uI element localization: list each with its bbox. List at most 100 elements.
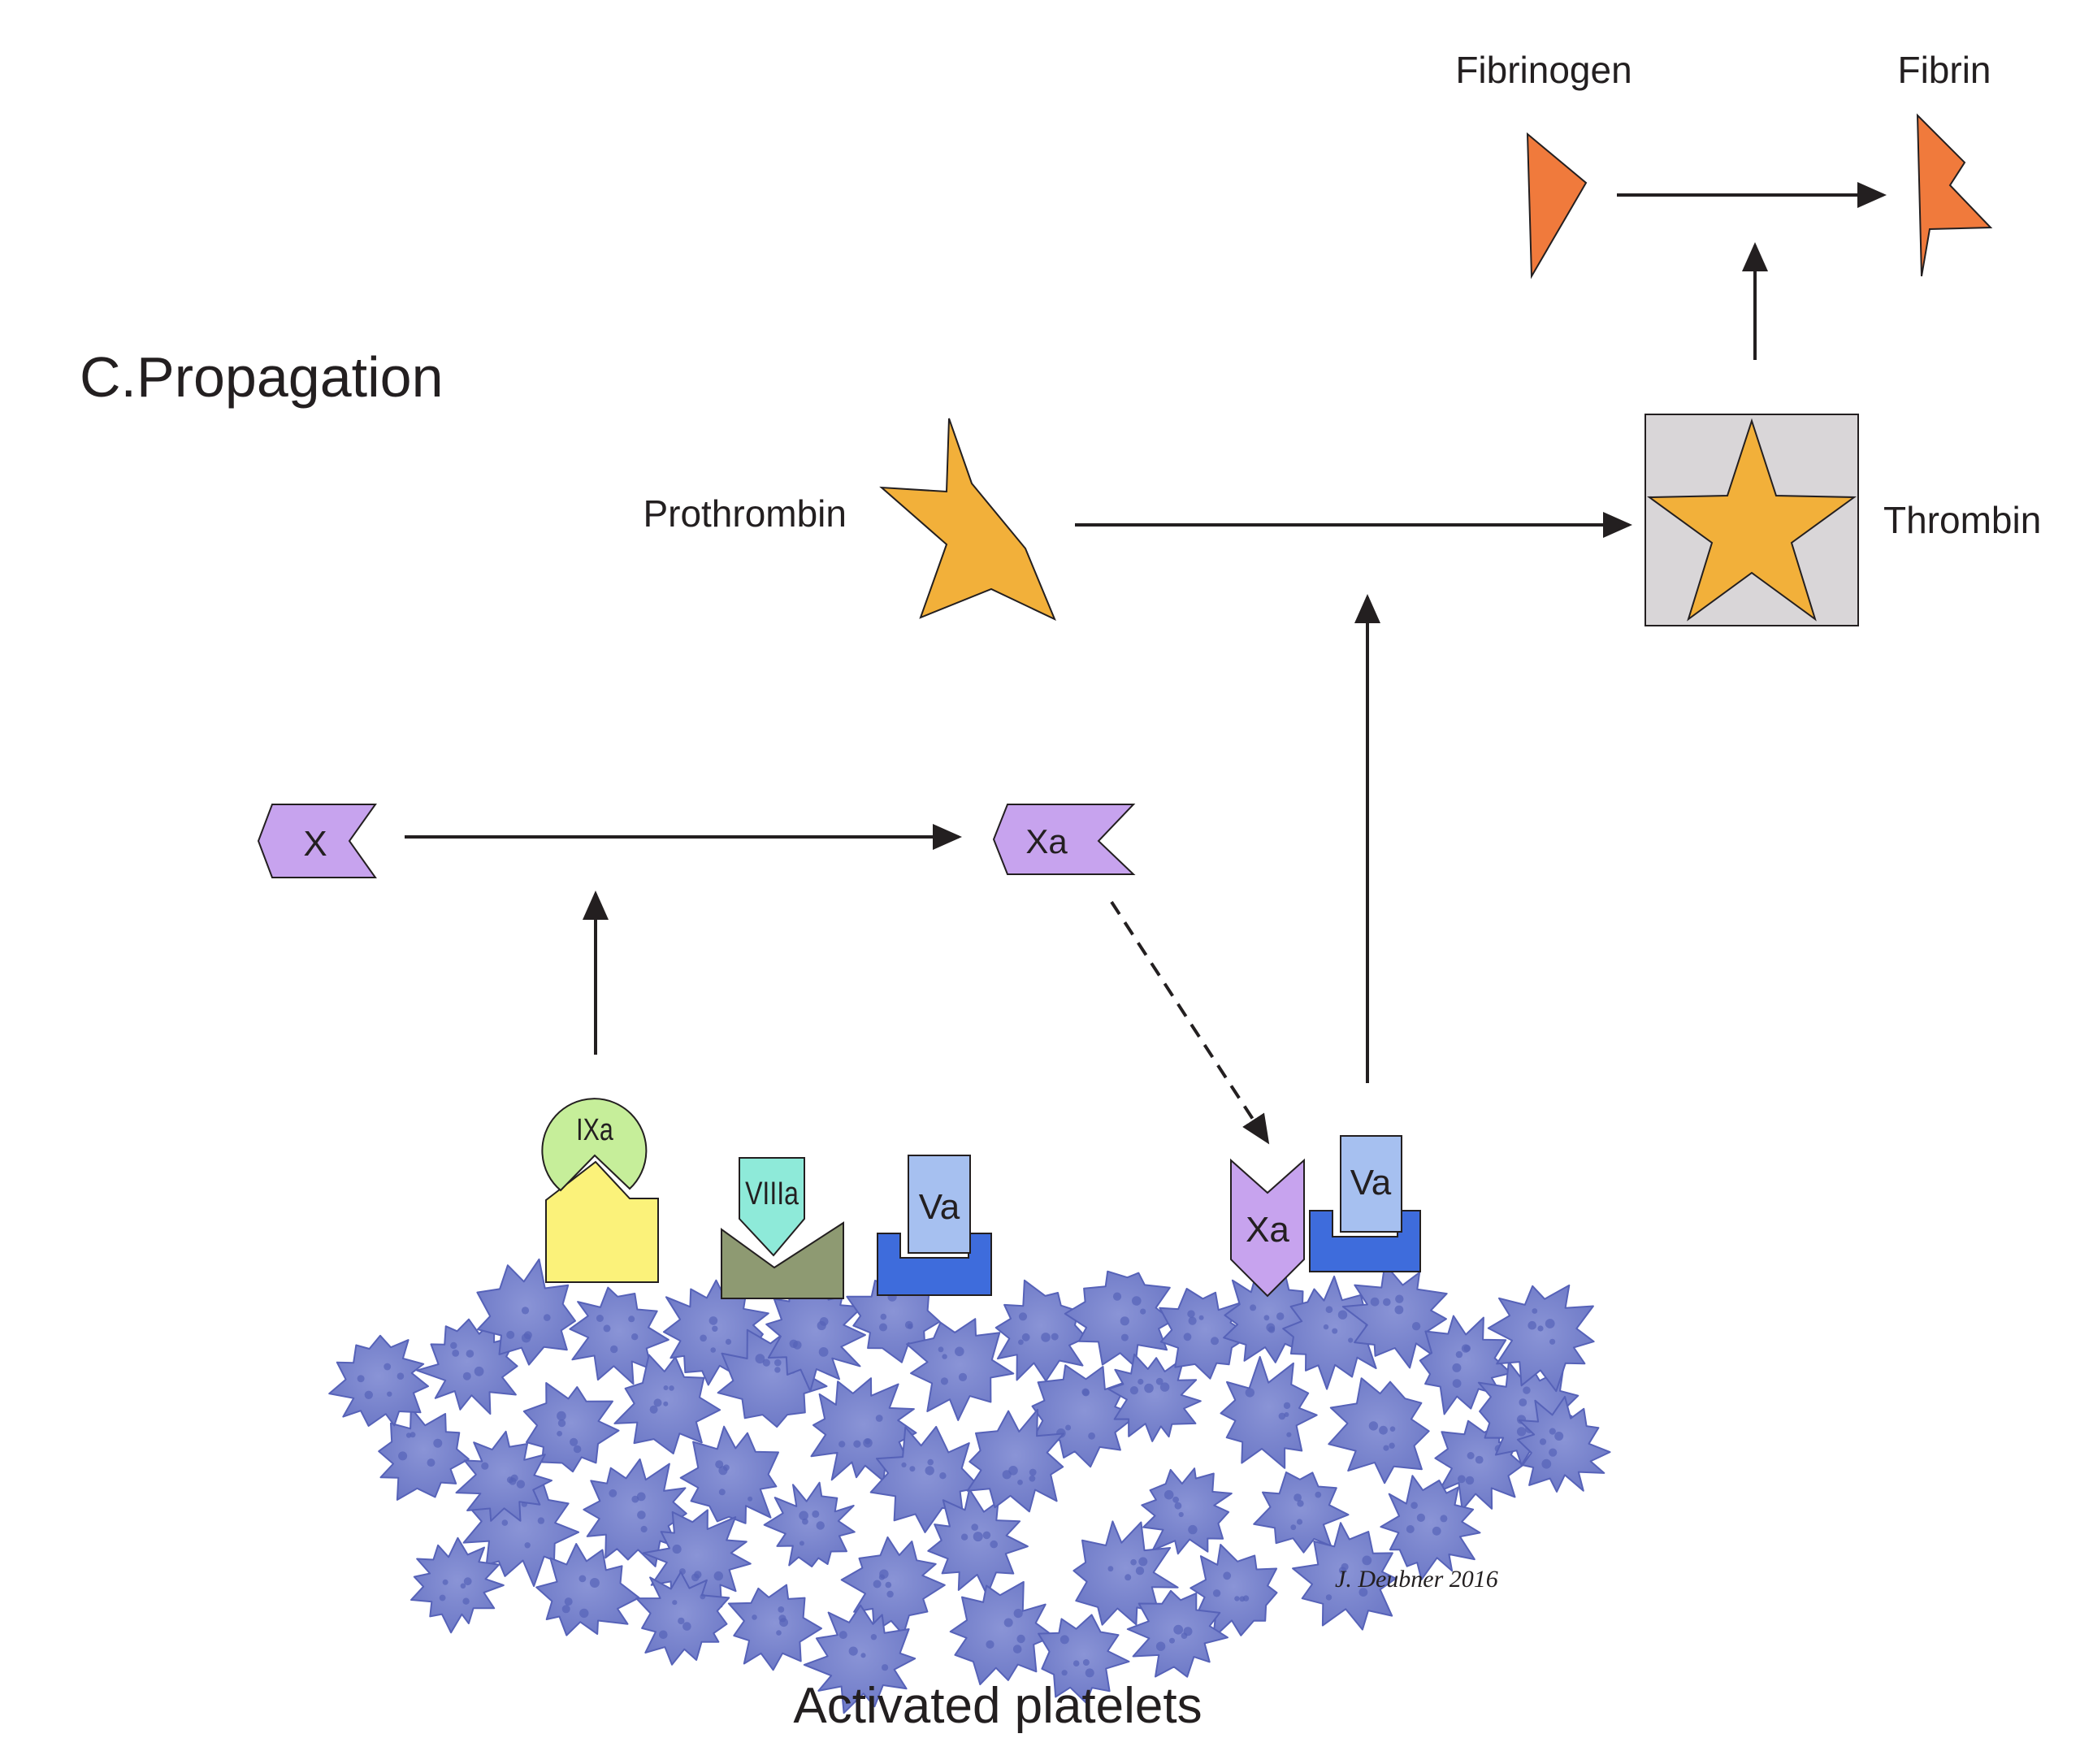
platelet-granule <box>1250 1304 1257 1311</box>
platelet-granule <box>1132 1296 1142 1306</box>
platelet-blob <box>455 1430 552 1522</box>
prothrombin-shape <box>879 418 1056 622</box>
platelet-granule <box>1029 1468 1037 1476</box>
platelet-granule <box>1284 1412 1289 1417</box>
platelet-granule <box>789 1339 798 1349</box>
platelet-granule <box>700 1334 707 1342</box>
platelet-granule <box>776 1630 782 1636</box>
platelet-granule <box>1296 1519 1303 1525</box>
artist-signature: J. Deubner 2016 <box>1335 1566 1498 1593</box>
platelet-granule <box>557 1411 566 1421</box>
platelet-granule <box>596 1315 604 1322</box>
xa-bound-label: Xa <box>1246 1210 1289 1250</box>
platelet-granule <box>682 1622 691 1631</box>
platelet-granule <box>1017 1480 1023 1485</box>
platelet-granule <box>1323 1324 1329 1330</box>
platelet-granule <box>1183 1333 1192 1341</box>
platelet-blob <box>535 1543 640 1636</box>
platelet-granule <box>1537 1325 1544 1332</box>
platelet-granule <box>603 1324 611 1333</box>
platelet-granule <box>570 1437 578 1446</box>
fibrinogen-label: Fibrinogen <box>1455 49 1632 91</box>
platelet-granule <box>442 1579 448 1585</box>
platelet-blob <box>803 1604 916 1714</box>
platelet-granule <box>802 1518 808 1525</box>
platelet-granule <box>864 1438 871 1445</box>
platelet-granule <box>778 1614 786 1623</box>
platelet-granule <box>1135 1567 1145 1575</box>
platelet-granule <box>1475 1455 1484 1464</box>
platelet-blob <box>1516 1395 1611 1493</box>
platelet-granule <box>653 1398 662 1407</box>
platelet-granule <box>649 1405 658 1414</box>
platelet-blob <box>1159 1288 1252 1380</box>
platelet-blob <box>840 1536 946 1636</box>
platelet-granule <box>870 1634 878 1640</box>
platelet-granule <box>1294 1493 1302 1502</box>
platelet-granule <box>1239 1596 1246 1602</box>
platelet-granule <box>387 1391 392 1397</box>
platelet-granule <box>1516 1427 1527 1437</box>
platelet-granule <box>1124 1574 1132 1581</box>
platelet-granule <box>1144 1383 1154 1393</box>
fibrinogen-shape <box>1526 132 1588 280</box>
platelet-granule <box>1406 1525 1415 1533</box>
platelet-granule <box>1286 1432 1292 1437</box>
platelet-granule <box>1465 1476 1475 1485</box>
platelet-granule <box>812 1510 820 1518</box>
platelet-granule <box>516 1480 526 1489</box>
platelet-granule <box>578 1575 587 1583</box>
platelet-granule <box>1223 1571 1232 1580</box>
platelet-granule <box>1278 1412 1286 1420</box>
platelet-granule <box>1452 1379 1462 1388</box>
platelet-granule <box>521 1333 531 1343</box>
platelet-granule <box>848 1646 858 1656</box>
xa-to-platelet-dashed-arrow <box>1110 900 1270 1145</box>
platelet-granule <box>1325 1306 1333 1313</box>
platelet-granule <box>880 1313 887 1320</box>
platelet-granule <box>925 1466 934 1476</box>
platelet-granule <box>463 1577 472 1586</box>
platelet-granule <box>663 1385 669 1390</box>
platelet-blob <box>949 1580 1055 1686</box>
platelet-granule <box>909 1466 916 1472</box>
platelet-granule <box>1432 1526 1441 1536</box>
platelet-granule <box>1532 1308 1538 1314</box>
platelet-granule <box>725 1338 732 1345</box>
platelet-blob <box>1292 1522 1397 1631</box>
platelet-granule <box>1198 1315 1204 1320</box>
platelet-granule <box>1383 1445 1389 1451</box>
platelet-granule <box>1012 1645 1022 1653</box>
platelet-granule <box>1072 1660 1080 1666</box>
platelet-granule <box>506 1476 514 1484</box>
platelet-granule <box>678 1617 685 1625</box>
platelet-blob <box>1223 1269 1315 1363</box>
platelet-blob <box>679 1425 779 1524</box>
platelet-granule <box>557 1419 566 1428</box>
platelet-granule <box>1348 1337 1354 1343</box>
platelet-granule <box>501 1519 509 1526</box>
platelet-granule <box>1315 1491 1322 1498</box>
platelet-granule <box>1112 1292 1122 1301</box>
platelet-granule <box>1266 1323 1276 1333</box>
platelet-granule <box>1065 1424 1072 1431</box>
platelet-granule <box>838 1441 846 1448</box>
platelet-blob <box>378 1406 470 1501</box>
platelet-granule <box>973 1532 983 1542</box>
platelet-granule <box>1051 1333 1059 1341</box>
platelet-granule <box>694 1571 702 1579</box>
platelet-blob <box>1328 1377 1430 1484</box>
platelet-granule <box>1060 1635 1069 1645</box>
platelet-granule <box>462 1372 471 1380</box>
prothrombin-label: Prothrombin <box>643 492 847 535</box>
platelet-granule <box>1539 1438 1547 1445</box>
platelet-granule <box>557 1431 562 1437</box>
platelet-granule <box>672 1544 682 1554</box>
platelet-granule <box>1461 1344 1471 1353</box>
platelet-granule <box>700 1593 706 1600</box>
platelet-granule <box>873 1580 882 1588</box>
platelet-granule <box>708 1316 718 1325</box>
platelet-granule <box>1029 1475 1036 1482</box>
platelet-blob <box>1220 1355 1318 1469</box>
platelet-granule <box>1440 1515 1448 1523</box>
